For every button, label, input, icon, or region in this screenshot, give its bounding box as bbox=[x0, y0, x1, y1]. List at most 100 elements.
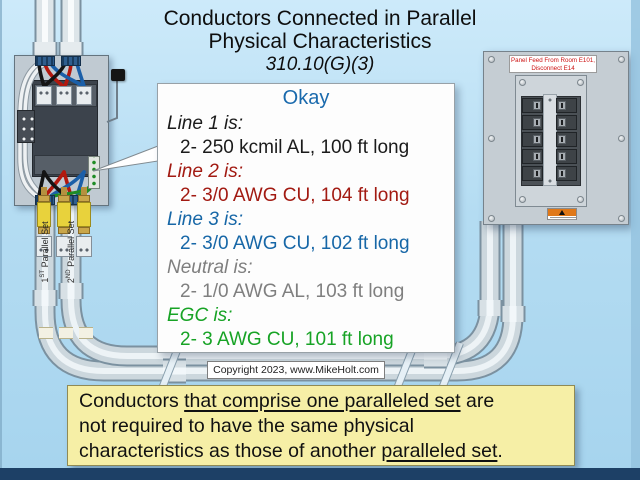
screw-icon bbox=[618, 135, 625, 142]
panel-feed-label: Panel Feed From Room E101, Disconnect E1… bbox=[509, 55, 597, 73]
fuse-cap bbox=[38, 227, 50, 234]
set2-number: 2 bbox=[66, 278, 76, 284]
callout-item-label: Line 2 is: bbox=[167, 161, 244, 182]
breaker-switch bbox=[522, 115, 543, 130]
set2-text: Parallel Set bbox=[66, 220, 76, 270]
note-lines: Conductors that comprise one paralleled … bbox=[79, 389, 574, 464]
frame-edge-right bbox=[631, 0, 640, 480]
conduit-label-set2: 2ND Parallel Set bbox=[66, 221, 76, 283]
breaker-column-left bbox=[522, 98, 544, 183]
set1-text: Parallel Set bbox=[40, 221, 50, 270]
breaker-toggle bbox=[558, 169, 566, 178]
screw-icon bbox=[577, 196, 584, 203]
toggle-slot bbox=[561, 103, 563, 108]
neutral-terminal-block bbox=[17, 110, 35, 143]
toggle-slot bbox=[536, 154, 538, 159]
note-text: are bbox=[460, 390, 495, 412]
toggle-slot bbox=[536, 171, 538, 176]
note-text: not required to have the same physical bbox=[79, 415, 414, 437]
breaker-switch bbox=[556, 98, 577, 113]
fuse-assembly bbox=[76, 84, 93, 339]
breaker-column-right bbox=[556, 98, 578, 183]
breaker-toggle bbox=[533, 135, 541, 144]
screw-icon bbox=[519, 196, 526, 203]
fuse bbox=[77, 202, 93, 339]
breaker-toggle bbox=[533, 152, 541, 161]
toggle-slot bbox=[561, 120, 563, 125]
fuse-holder-top bbox=[76, 86, 92, 105]
callout-item-value: 2- 3/0 AWG CU, 104 ft long bbox=[180, 185, 410, 206]
set1-number: 1 bbox=[40, 277, 50, 283]
conduit-terminal-block bbox=[61, 56, 81, 66]
callout-item-label: EGC is: bbox=[167, 305, 233, 326]
callout-item-label: Neutral is: bbox=[167, 257, 253, 278]
breaker-toggle bbox=[558, 152, 566, 161]
page-title: Conductors Connected in Parallel Physica… bbox=[110, 7, 530, 76]
frame-edge-bottom bbox=[0, 468, 640, 480]
callout-item-value: 2- 250 kcmil AL, 100 ft long bbox=[180, 137, 410, 158]
toggle-slot bbox=[561, 137, 563, 142]
note-box: Conductors that comprise one paralleled … bbox=[67, 385, 575, 466]
fuse-label-band bbox=[39, 327, 53, 339]
fuse-holder-bottom bbox=[36, 236, 52, 257]
screw-icon bbox=[577, 79, 584, 86]
ground-terminal-strip bbox=[88, 156, 100, 189]
panel-feed-label-line2: Disconnect E14 bbox=[531, 65, 575, 72]
fuse-holder-top bbox=[56, 86, 72, 105]
fuse-holder-top bbox=[36, 86, 52, 105]
toggle-slot bbox=[536, 120, 538, 125]
warning-label-text-lines bbox=[550, 217, 576, 220]
set2-ordinal: ND bbox=[66, 269, 72, 279]
callout-item-value: 2- 3 AWG CU, 101 ft long bbox=[180, 329, 394, 350]
callout-item-value: 2- 3/0 AWG CU, 102 ft long bbox=[180, 233, 410, 254]
breaker-switch bbox=[522, 98, 543, 113]
fuse-cap bbox=[58, 227, 70, 234]
fuse bbox=[57, 202, 73, 339]
callout-item-label: Line 3 is: bbox=[167, 209, 244, 230]
panelboard: Panel Feed From Room E101, Disconnect E1… bbox=[483, 51, 629, 225]
frame-edge-left bbox=[0, 0, 2, 480]
note-text: characteristics as those of another bbox=[79, 440, 382, 462]
note-line: Conductors that comprise one paralleled … bbox=[79, 389, 574, 414]
warning-triangle-icon bbox=[559, 210, 565, 215]
fuse-cap bbox=[38, 195, 50, 202]
breaker-toggle bbox=[533, 101, 541, 110]
toggle-slot bbox=[561, 154, 563, 159]
fuse-assembly bbox=[36, 84, 53, 339]
panel-feed-label-line1: Panel Feed From Room E101, bbox=[511, 57, 595, 64]
fuse-label-band bbox=[59, 327, 73, 339]
fuse-holder-bottom bbox=[56, 236, 72, 257]
breaker-toggle bbox=[533, 118, 541, 127]
note-text: Conductors bbox=[79, 390, 185, 412]
fuse-assembly bbox=[56, 84, 73, 339]
title-line2: Physical Characteristics bbox=[208, 30, 432, 53]
breaker-switch bbox=[522, 149, 543, 164]
screw-icon bbox=[618, 56, 625, 63]
toggle-slot bbox=[536, 103, 538, 108]
disconnect-handle bbox=[111, 69, 125, 81]
breaker-toggle bbox=[533, 169, 541, 178]
breaker-toggle bbox=[558, 101, 566, 110]
callout-heading: Okay bbox=[282, 87, 330, 109]
note-line: characteristics as those of another para… bbox=[79, 439, 574, 464]
toggle-slot bbox=[536, 137, 538, 142]
note-line: not required to have the same physical bbox=[79, 414, 574, 439]
conduit-label-set1: 1ST Parallel Set bbox=[40, 221, 50, 282]
breaker-switch bbox=[556, 115, 577, 130]
screw-icon bbox=[618, 215, 625, 222]
screw-icon bbox=[488, 135, 495, 142]
callout-item-value: 2- 1/0 AWG AL, 103 ft long bbox=[180, 281, 405, 302]
fuse bbox=[37, 202, 53, 339]
conduit-terminal-block bbox=[35, 56, 55, 66]
copyright-box: Copyright 2023, www.MikeHolt.com bbox=[207, 361, 385, 379]
note-text: . bbox=[497, 440, 503, 462]
title-line3: 310.10(G)(3) bbox=[265, 54, 375, 75]
fuse-stem bbox=[61, 187, 67, 196]
title-line1: Conductors Connected in Parallel bbox=[163, 7, 477, 30]
breaker-toggle bbox=[558, 118, 566, 127]
fuse-cap bbox=[58, 195, 70, 202]
screw-icon bbox=[488, 215, 495, 222]
breaker-switch bbox=[522, 166, 543, 181]
